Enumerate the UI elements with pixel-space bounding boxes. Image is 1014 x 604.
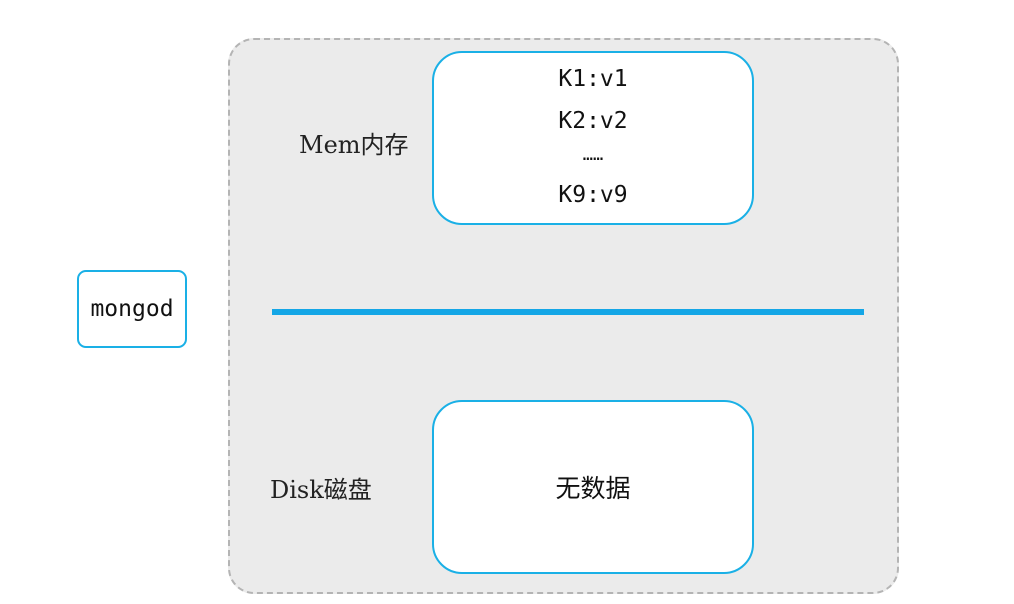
mongod-label: mongod [90,296,174,322]
memory-box: K1:v1 K2:v2 …… K9:v9 [432,51,754,225]
memory-disk-divider [272,309,864,315]
disk-content: 无数据 [555,474,631,503]
memory-entry-ellipsis: …… [582,145,604,165]
memory-entry: K2:v2 [558,108,628,134]
mongod-process-box: mongod [77,270,187,348]
disk-box: 无数据 [432,400,754,574]
memory-region-label: Mem内存 [299,131,409,159]
disk-region-label: Disk磁盘 [270,476,372,504]
memory-entry: K9:v9 [558,182,628,208]
memory-entry: K1:v1 [558,66,628,92]
